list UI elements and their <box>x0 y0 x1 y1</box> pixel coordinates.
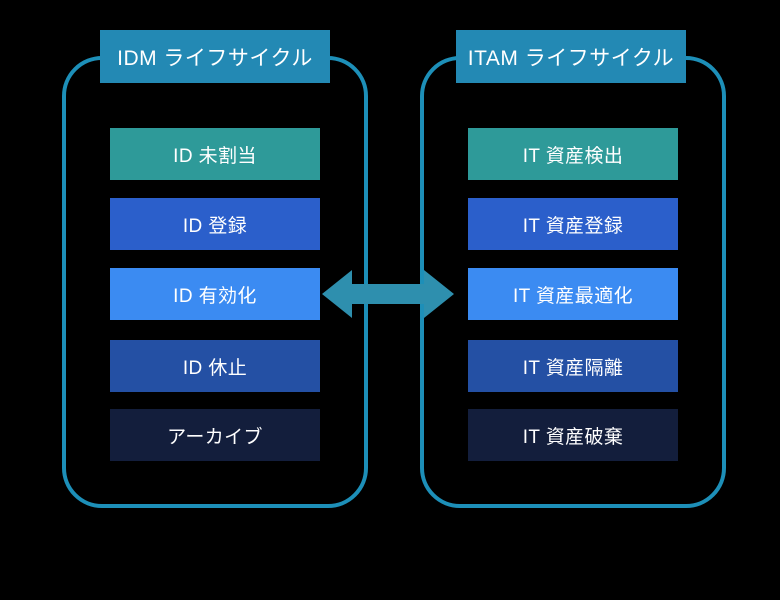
stage-label-itam-2: IT 資産最適化 <box>512 285 634 307</box>
stage-box-itam-0[interactable]: IT 資産検出 <box>468 128 678 180</box>
stage-label-idm-4: アーカイブ <box>167 426 263 448</box>
stage-label-itam-3: IT 資産隔離 <box>522 357 624 379</box>
stage-box-idm-2[interactable]: ID 有効化 <box>110 268 320 320</box>
stage-label-itam-1: IT 資産登録 <box>522 215 624 237</box>
stage-label-itam-4: IT 資産破棄 <box>522 426 624 448</box>
lifecycle-header-idm-label: IDM ライフサイクル <box>117 46 313 70</box>
lifecycle-header-itam-label: ITAM ライフサイクル <box>467 46 675 70</box>
bidirectional-arrow-icon <box>322 270 454 318</box>
stage-box-idm-4[interactable]: アーカイブ <box>110 409 320 461</box>
stage-label-idm-0: ID 未割当 <box>173 145 257 167</box>
stage-label-itam-0: IT 資産検出 <box>522 145 624 167</box>
stage-box-itam-4[interactable]: IT 資産破棄 <box>468 409 678 461</box>
stage-box-itam-1[interactable]: IT 資産登録 <box>468 198 678 250</box>
stage-box-idm-3[interactable]: ID 休止 <box>110 340 320 392</box>
stage-label-idm-3: ID 休止 <box>182 357 248 379</box>
lifecycle-header-itam: ITAM ライフサイクル <box>456 30 686 83</box>
stage-box-idm-1[interactable]: ID 登録 <box>110 198 320 250</box>
stage-label-idm-1: ID 登録 <box>182 215 248 237</box>
stage-box-idm-0[interactable]: ID 未割当 <box>110 128 320 180</box>
stage-box-itam-2[interactable]: IT 資産最適化 <box>468 268 678 320</box>
stage-label-idm-2: ID 有効化 <box>173 285 257 307</box>
stage-box-itam-3[interactable]: IT 資産隔離 <box>468 340 678 392</box>
lifecycle-header-idm: IDM ライフサイクル <box>100 30 330 83</box>
